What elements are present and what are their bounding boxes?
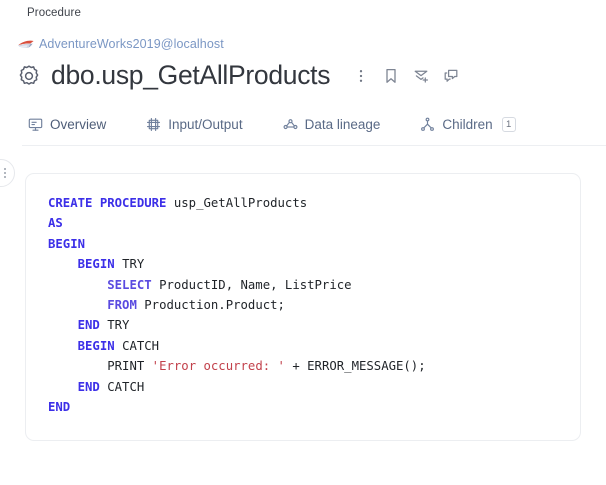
tab-children[interactable]: Children 1 [420,113,516,136]
object-kind-label: Procedure [27,7,81,19]
gear-icon [16,63,42,89]
page-title-row: dbo.usp_GetAllProducts [16,60,598,91]
hierarchy-icon [420,117,435,132]
tab-bar-divider [22,145,606,146]
bookmark-button[interactable] [376,62,406,90]
page-title: dbo.usp_GetAllProducts [51,60,331,90]
title-action-group [346,62,466,90]
subscribe-button[interactable] [406,62,436,90]
io-frame-icon [146,117,161,132]
tab-label: Children [442,117,493,132]
grip-dots-icon [3,168,6,178]
tab-input-output[interactable]: Input/Output [146,113,243,136]
datasource-label: AdventureWorks2019@localhost [39,36,224,51]
lineage-icon [283,117,298,132]
sql-code-block[interactable]: CREATE PROCEDURE usp_GetAllProducts AS B… [48,196,426,415]
tab-bar: Overview Input/Output Data lineage [28,113,556,136]
comment-button[interactable] [436,62,466,90]
more-actions-button[interactable] [346,62,376,90]
procedure-definition-card: CREATE PROCEDURE usp_GetAllProducts AS B… [25,173,581,441]
tab-label: Input/Output [168,117,243,132]
monitor-icon [28,117,43,132]
children-count-badge: 1 [501,117,516,132]
tab-label: Overview [50,117,107,132]
panel-drag-handle[interactable] [0,159,15,187]
datasource-breadcrumb[interactable]: AdventureWorks2019@localhost [17,36,224,51]
tab-data-lineage[interactable]: Data lineage [283,113,381,136]
tab-overview[interactable]: Overview [28,113,106,136]
tab-label: Data lineage [304,117,381,132]
sql-server-icon [17,36,34,51]
